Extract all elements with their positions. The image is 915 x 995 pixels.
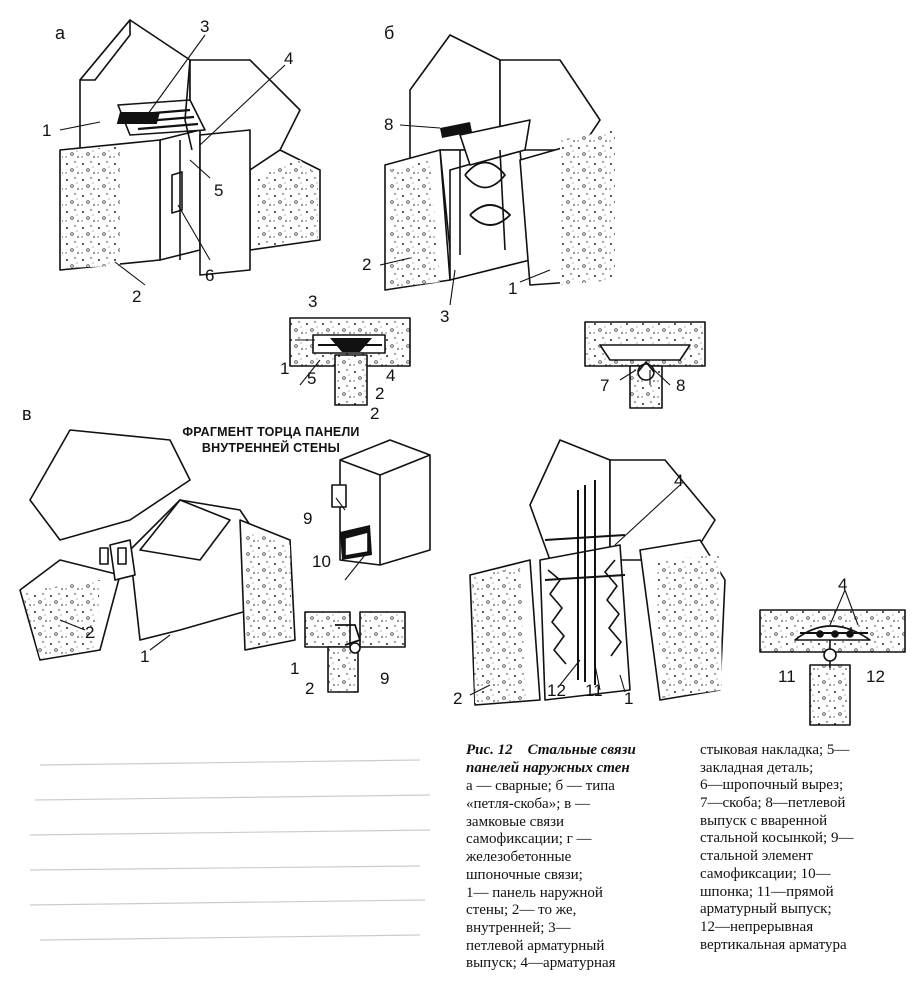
section-v-plan: [304, 611, 406, 693]
caption-col1-lines: а — сварные; б — типа«петля-скоба»; в —з…: [466, 778, 691, 973]
label-12: 12: [547, 681, 566, 700]
section-letter-b: б: [384, 23, 395, 43]
fragment-drawing: [331, 439, 431, 566]
label-11: 11: [778, 667, 796, 686]
label-2: 2: [362, 255, 372, 274]
label-2: 2: [370, 404, 380, 423]
label-4: 4: [386, 366, 396, 385]
label-9: 9: [303, 509, 313, 528]
label-10: 10: [312, 552, 331, 571]
label-5: 5: [307, 369, 317, 388]
caption-line: железобетонные: [466, 849, 572, 866]
caption-line: шпонка; 11—прямой: [700, 883, 834, 900]
caption-column-2: стыковая накладка; 5—закладная деталь;6—…: [700, 742, 910, 954]
caption-line: 6—шропочный вырез;: [700, 777, 844, 794]
label-5: 5: [214, 181, 224, 200]
label-2: 2: [453, 689, 463, 708]
caption-line: стальной косынкой; 9—: [700, 830, 854, 847]
label-2: 2: [85, 623, 95, 642]
caption-line: закладная деталь;: [700, 759, 814, 776]
caption-line: шпоночные связи;: [466, 866, 583, 883]
caption-line: а — сварные; б — типа: [466, 778, 615, 795]
label-2: 2: [305, 679, 315, 698]
section-letter-v: в: [22, 404, 32, 424]
caption-line: самофиксации; г —: [466, 831, 592, 848]
label-6: 6: [205, 266, 215, 285]
label-4: 4: [284, 49, 294, 68]
caption-figure: Рис. 12: [466, 742, 513, 758]
label-1: 1: [624, 689, 634, 708]
label-2: 2: [132, 287, 142, 306]
panel-g-drawing: [469, 439, 726, 706]
caption-line: выпуск с вваренной: [700, 812, 828, 829]
caption-line: вертикальная арматура: [700, 936, 847, 953]
label-2: 2: [375, 384, 385, 403]
caption-line: 12—непрерывная: [700, 918, 814, 935]
caption-line: 7—скоба; 8—петлевой: [700, 795, 846, 812]
caption-title: Стальные связи панелей наружных стен: [466, 742, 636, 776]
label-1: 1: [140, 647, 150, 666]
label-1: 1: [280, 359, 290, 378]
caption-line: выпуск; 4—арматурная: [466, 955, 616, 972]
panel-v-drawing: [19, 429, 296, 661]
caption-column-1: Рис. 12 Стальные связи панелей наружных …: [466, 742, 691, 973]
caption-line: самофиксации; 10—: [700, 865, 831, 882]
label-1: 1: [42, 121, 52, 140]
leader-lines: [59, 34, 859, 696]
label-3: 3: [440, 307, 450, 326]
label-1: 1: [508, 279, 518, 298]
label-3: 3: [200, 17, 210, 36]
label-3: 3: [308, 292, 318, 311]
caption-col2-lines: стыковая накладка; 5—закладная деталь;6—…: [700, 742, 910, 954]
caption-line: стены; 2— то же,: [466, 902, 577, 919]
caption-line: стыковая накладка; 5—: [700, 742, 850, 758]
caption-line: «петля-скоба»; в —: [466, 796, 590, 813]
fragment-title: ФРАГМЕНТ ТОРЦА ПАНЕЛИ ВНУТРЕННЕЙ СТЕНЫ: [176, 425, 366, 456]
fragment-title-line-2: ВНУТРЕННЕЙ СТЕНЫ: [201, 440, 341, 455]
section-letter-a: а: [55, 23, 66, 43]
caption-line: внутренней; 3—: [466, 919, 571, 936]
caption-line: петлевой арматурный: [466, 937, 605, 954]
bleed-through-marks: [29, 759, 431, 941]
caption-line: стальной элемент: [700, 848, 813, 865]
label-11: 11: [585, 681, 603, 700]
label-1: 1: [290, 659, 300, 678]
section-g-plan: [759, 609, 906, 726]
label-4: 4: [838, 575, 848, 594]
label-12: 12: [866, 667, 885, 686]
section-b-plan: [584, 321, 706, 409]
caption-line: замковые связи: [466, 813, 565, 830]
label-8: 8: [384, 115, 394, 134]
panel-b-drawing: [384, 34, 615, 291]
caption-line: 1— панель наружной: [466, 884, 603, 901]
panel-a-drawing: [59, 19, 321, 276]
label-8: 8: [676, 376, 686, 395]
section-a-plan: [289, 317, 411, 406]
label-4: 4: [674, 471, 684, 490]
caption-line: арматурный выпуск;: [700, 901, 832, 918]
label-7: 7: [600, 376, 610, 395]
label-9: 9: [380, 669, 390, 688]
fragment-title-line-1: ФРАГМЕНТ ТОРЦА ПАНЕЛИ: [182, 425, 360, 439]
